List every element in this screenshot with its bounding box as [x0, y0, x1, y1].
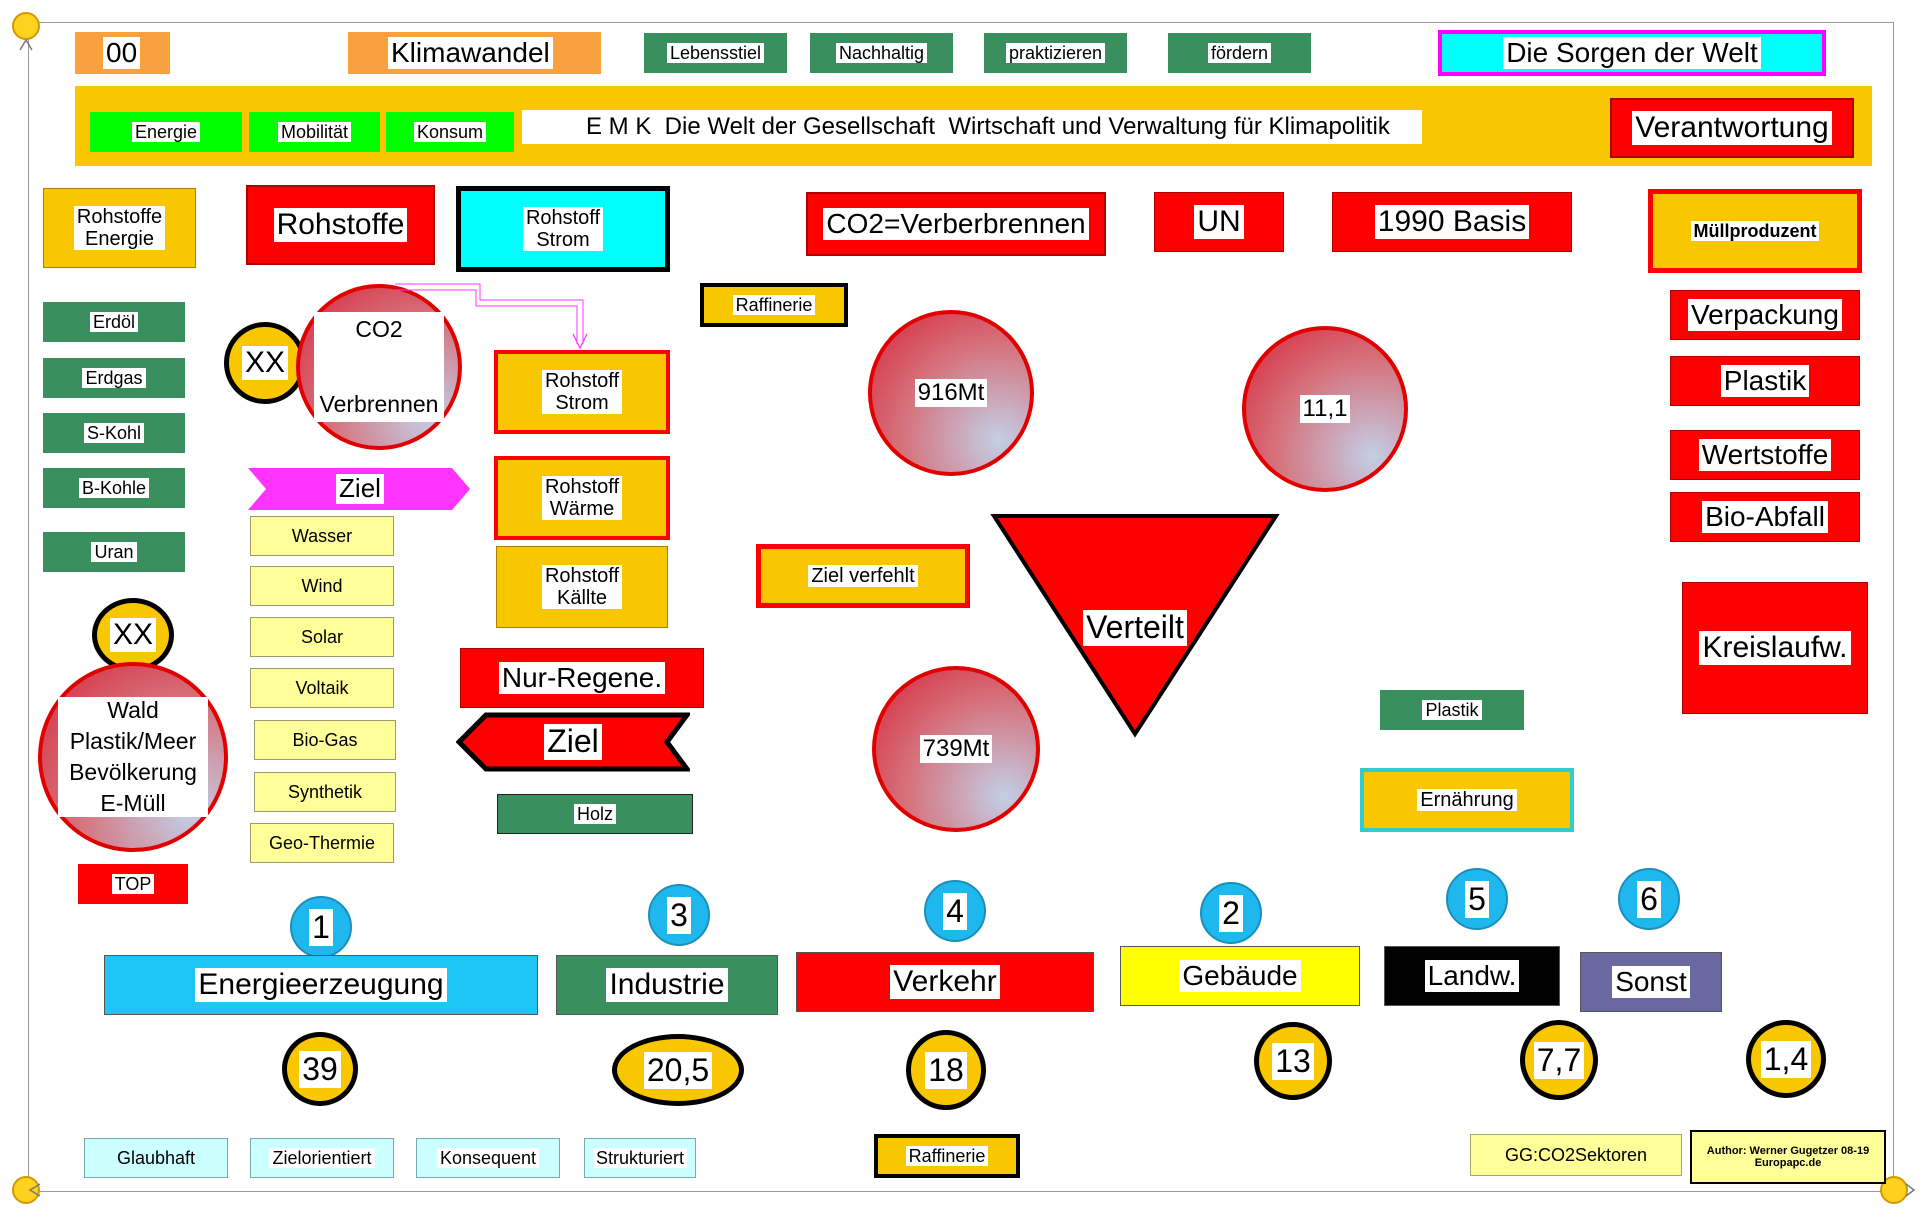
nutrition-box: Ernährung: [1360, 768, 1574, 832]
mobility-tag: Mobilität: [249, 112, 380, 152]
renewable-item: Synthetik: [254, 772, 396, 812]
fuel-item: B-Kohle: [43, 468, 185, 508]
resize-handle-bottom-left[interactable]: [12, 1176, 40, 1204]
practice-box: praktizieren: [984, 33, 1127, 73]
goal-missed-box: Ziel verfehlt: [756, 544, 970, 608]
ziel-label-left: Ziel: [456, 712, 690, 772]
basis-1990-box: 1990 Basis: [1332, 192, 1572, 252]
sector-number-badge: 4: [924, 880, 986, 942]
world-worries-box: Die Sorgen der Welt: [1438, 30, 1826, 76]
sector-value-badge: 20,5: [612, 1034, 744, 1106]
fuel-item: Erdgas: [43, 358, 185, 398]
raw-materials-box: Rohstoffe: [246, 185, 435, 265]
forest-circle: Wald Plastik/Meer Bevölkerung E-Müll: [38, 662, 228, 852]
top-tag: TOP: [78, 864, 188, 904]
renewable-item: Solar: [250, 617, 394, 657]
sustainable-box: Nachhaltig: [810, 33, 953, 73]
distributed-label: Verteilt: [1080, 606, 1190, 650]
sector-number-badge: 2: [1200, 882, 1262, 944]
diagram-frame: [28, 22, 1894, 1192]
only-renewable-box: Nur-Regene.: [460, 648, 704, 708]
goal-oriented-tag: Zielorientiert: [250, 1138, 394, 1178]
sector-name-box: Verkehr: [796, 952, 1094, 1012]
plastic-tag-center: Plastik: [1380, 690, 1524, 730]
co2-burn-box: CO2=Verberbrennen: [806, 192, 1106, 256]
code-box: 00: [75, 32, 170, 74]
renewable-item: Bio-Gas: [254, 720, 396, 760]
waste-item: Verpackung: [1670, 290, 1860, 340]
sector-number-badge: 5: [1446, 868, 1508, 930]
sector-name-box: Energieerzeugung: [104, 955, 538, 1015]
waste-item: Bio-Abfall: [1670, 492, 1860, 542]
sector-value-badge: 18: [906, 1030, 986, 1110]
sector-name-box: Industrie: [556, 955, 778, 1015]
renewable-item: Wind: [250, 566, 394, 606]
circle-739mt: 739Mt: [872, 666, 1040, 832]
credible-tag: Glaubhaft: [84, 1138, 228, 1178]
author-box: Author: Werner Gugetzer 08-19 Europapc.d…: [1690, 1130, 1886, 1184]
sector-value-badge: 39: [282, 1032, 358, 1106]
sector-value-badge: 13: [1254, 1022, 1332, 1100]
promote-box: fördern: [1168, 33, 1311, 73]
banner-title: E M K Die Welt der Gesellschaft Wirtscha…: [522, 110, 1422, 144]
sector-number-badge: 3: [648, 884, 710, 946]
circular-economy-box: Kreislaufw.: [1682, 582, 1868, 714]
sector-number-badge: 6: [1618, 868, 1680, 930]
waste-producer-box: Müllproduzent: [1648, 189, 1862, 273]
refinery-box-top: Raffinerie: [700, 283, 848, 327]
xx-badge-bottom: XX: [92, 598, 174, 672]
waste-item: Wertstoffe: [1670, 430, 1860, 480]
renewable-item: Wasser: [250, 516, 394, 556]
fuel-item: Uran: [43, 532, 185, 572]
renewable-item: Voltaik: [250, 668, 394, 708]
wood-box: Holz: [497, 794, 693, 834]
responsibility-box: Verantwortung: [1610, 98, 1854, 158]
ziel-label-right: Ziel: [248, 468, 472, 510]
refinery-box-bottom: Raffinerie: [874, 1134, 1020, 1178]
un-box: UN: [1154, 192, 1284, 252]
circle-916mt: 916Mt: [868, 310, 1034, 476]
fuel-item: S-Kohl: [43, 413, 185, 453]
consumption-tag: Konsum: [386, 112, 514, 152]
fuel-item: Erdöl: [43, 302, 185, 342]
consistent-tag: Konsequent: [416, 1138, 560, 1178]
structured-tag: Strukturiert: [584, 1138, 696, 1178]
sector-name-box: Landw.: [1384, 946, 1560, 1006]
sector-number-badge: 1: [290, 896, 352, 958]
sector-name-box: Sonst: [1580, 952, 1722, 1012]
waste-item: Plastik: [1670, 356, 1860, 406]
lifestyle-box: Lebensstiel: [644, 33, 787, 73]
climate-change-box: Klimawandel: [348, 32, 601, 74]
sector-reference-tag: GG:CO2Sektoren: [1470, 1134, 1682, 1176]
sector-name-box: Gebäude: [1120, 946, 1360, 1006]
renewable-item: Geo-Thermie: [250, 823, 394, 863]
sector-value-badge: 7,7: [1520, 1020, 1598, 1100]
sector-value-badge: 1,4: [1746, 1020, 1826, 1098]
circle-11-1: 11,1: [1242, 326, 1408, 492]
energy-tag: Energie: [90, 112, 242, 152]
